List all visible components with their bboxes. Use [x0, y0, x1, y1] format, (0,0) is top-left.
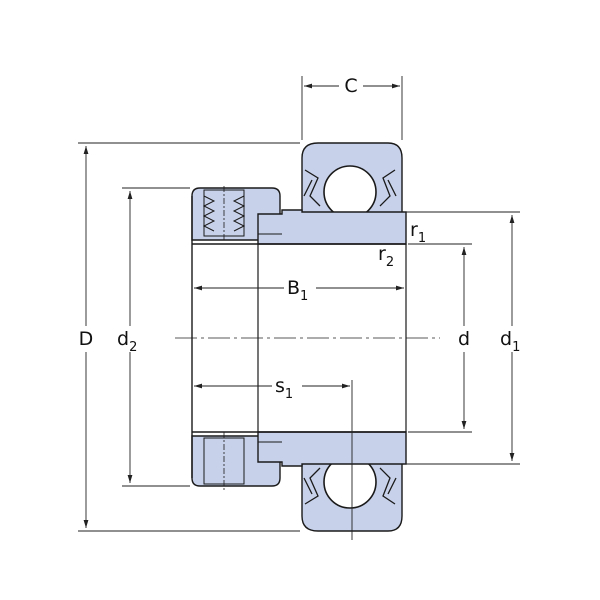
- label-B1-main: B: [287, 277, 300, 299]
- inner-ring-top: [257, 209, 407, 245]
- top-section: [191, 142, 407, 245]
- label-s1-sub: 1: [285, 387, 293, 402]
- label-d1: d1: [500, 328, 520, 355]
- seal-left-bottom: [303, 467, 321, 505]
- label-r2-main: r: [378, 243, 386, 265]
- label-d1-sub: 1: [512, 340, 520, 355]
- seal-left-top: [303, 169, 321, 207]
- dimension-lines: [78, 76, 520, 540]
- label-r1-sub: 1: [418, 231, 426, 246]
- label-d1-main: d: [500, 328, 512, 350]
- set-screw-thread-top: [202, 195, 246, 232]
- label-C-text: C: [344, 75, 357, 97]
- label-D: D: [79, 328, 94, 350]
- ball-top: [323, 165, 377, 219]
- label-r2-sub: 2: [386, 255, 394, 270]
- seal-right-top: [379, 169, 397, 207]
- label-r1: r1: [410, 219, 426, 246]
- label-r2: r2: [378, 243, 394, 270]
- label-d2: d2: [117, 328, 137, 355]
- label-s1-main: s: [275, 375, 285, 397]
- label-d2-sub: 2: [129, 340, 137, 355]
- label-s1: s1: [275, 375, 293, 402]
- label-B1: B1: [287, 277, 308, 304]
- seal-right-bottom: [379, 467, 397, 505]
- label-r1-main: r: [410, 219, 418, 241]
- label-d2-main: d: [117, 328, 129, 350]
- bottom-section: [191, 431, 407, 532]
- label-d: d: [458, 328, 470, 350]
- label-B1-sub: 1: [300, 289, 308, 304]
- inner-ring-bottom: [257, 431, 407, 467]
